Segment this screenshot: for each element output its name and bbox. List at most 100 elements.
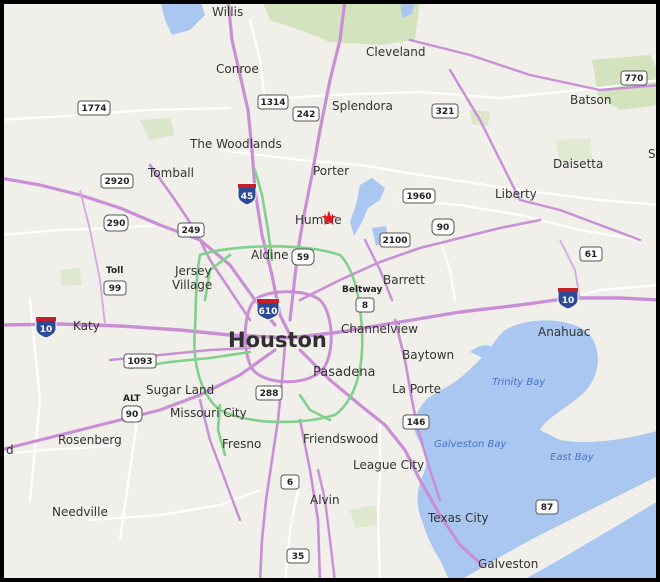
- water-east-bay: East Bay: [550, 452, 595, 463]
- shield-captions: Toll Beltway ALT: [106, 266, 382, 404]
- city-the-woodlands: The Woodlands: [189, 137, 282, 151]
- city-daisetta: Daisetta: [553, 157, 603, 171]
- svg-text:249: 249: [182, 226, 201, 236]
- shield-6: 6: [280, 474, 300, 490]
- city-galveston: Galveston: [478, 557, 538, 571]
- shield-1960: 1960: [402, 188, 436, 204]
- shield-1093: 1093: [123, 353, 157, 369]
- road-shields: 770 1774 1314 242 321 2920 1960 290 249 …: [77, 70, 648, 564]
- shield-242: 242: [292, 106, 320, 122]
- shield-2100: 2100: [379, 232, 411, 248]
- shield-321: 321: [431, 103, 459, 119]
- shield-249: 249: [177, 222, 205, 238]
- city-aldine: Aldine: [251, 248, 288, 262]
- svg-text:35: 35: [292, 552, 305, 562]
- city-village: Village: [172, 278, 212, 292]
- city-rosenberg: Rosenberg: [58, 433, 122, 447]
- city-la-porte: La Porte: [392, 382, 441, 396]
- svg-text:1774: 1774: [81, 104, 106, 114]
- caption-alt: ALT: [123, 394, 141, 404]
- shield-59: 59: [291, 248, 315, 266]
- shield-8: 8: [355, 297, 375, 313]
- city-jersey: Jersey: [174, 264, 212, 278]
- svg-text:290: 290: [107, 219, 126, 229]
- svg-text:610: 610: [259, 307, 278, 317]
- city-sugar-land: Sugar Land: [146, 383, 214, 397]
- city-cleveland: Cleveland: [366, 45, 426, 59]
- shield-90-east: 90: [431, 218, 455, 236]
- shield-290: 290: [103, 214, 129, 232]
- svg-text:321: 321: [436, 107, 455, 117]
- city-liberty: Liberty: [495, 187, 537, 201]
- interstate-10-west-shield: 10: [35, 316, 57, 339]
- city-friendswood: Friendswood: [303, 432, 378, 446]
- city-splendora: Splendora: [332, 99, 393, 113]
- city-needville: Needville: [52, 505, 108, 519]
- city-labels: Willis Conroe Cleveland Batson Splendora…: [6, 5, 660, 571]
- svg-text:87: 87: [541, 503, 554, 513]
- shield-90-alt: 90: [121, 405, 143, 423]
- city-porter: Porter: [313, 164, 349, 178]
- shield-770: 770: [620, 70, 648, 86]
- shield-288: 288: [255, 385, 283, 401]
- svg-text:8: 8: [362, 301, 368, 311]
- city-fresno: Fresno: [222, 437, 261, 451]
- shield-87: 87: [535, 499, 559, 515]
- city-conroe: Conroe: [216, 62, 259, 76]
- shield-2920: 2920: [100, 173, 134, 189]
- svg-text:59: 59: [297, 253, 310, 263]
- city-anahuac: Anahuac: [538, 325, 590, 339]
- city-katy: Katy: [73, 319, 100, 333]
- svg-text:90: 90: [126, 410, 139, 420]
- city-league-city: League City: [353, 458, 424, 472]
- interstate-610-shield: 610: [256, 298, 280, 321]
- interstate-10-east-shield: 10: [557, 287, 579, 310]
- city-texas-city: Texas City: [427, 511, 489, 525]
- caption-beltway: Beltway: [342, 285, 382, 295]
- svg-text:99: 99: [109, 284, 122, 294]
- shield-35: 35: [286, 548, 310, 564]
- svg-text:10: 10: [562, 296, 575, 306]
- svg-text:45: 45: [241, 192, 254, 202]
- city-d-partial: d: [6, 443, 14, 457]
- city-houston: Houston: [228, 328, 327, 352]
- water-labels: Trinity Bay Galveston Bay East Bay: [434, 377, 595, 463]
- svg-text:1960: 1960: [406, 192, 431, 202]
- city-tomball: Tomball: [147, 166, 194, 180]
- svg-text:90: 90: [437, 223, 450, 233]
- city-batson: Batson: [570, 93, 612, 107]
- location-marker-icon[interactable]: ★: [320, 206, 338, 230]
- gulf-of-mexico: [520, 500, 660, 582]
- city-baytown: Baytown: [402, 348, 454, 362]
- svg-text:770: 770: [625, 74, 644, 84]
- svg-text:1093: 1093: [127, 357, 152, 367]
- svg-text:288: 288: [260, 389, 279, 399]
- water-galveston-bay: Galveston Bay: [434, 439, 507, 450]
- svg-text:146: 146: [407, 418, 426, 428]
- city-missouri-city: Missouri City: [170, 406, 247, 420]
- city-humble: Humble: [295, 213, 342, 227]
- city-pasadena: Pasadena: [313, 365, 375, 380]
- svg-text:2920: 2920: [104, 177, 129, 187]
- shield-1774: 1774: [77, 100, 111, 116]
- city-barrett: Barrett: [383, 273, 425, 287]
- shield-1314: 1314: [257, 94, 289, 110]
- city-channelview: Channelview: [341, 322, 418, 336]
- svg-text:242: 242: [297, 110, 316, 120]
- bolivar-peninsula: [500, 478, 660, 574]
- city-alvin: Alvin: [310, 493, 340, 507]
- interstate-45-shield: 45: [237, 183, 257, 206]
- city-willis: Willis: [212, 5, 243, 19]
- shield-146: 146: [402, 414, 430, 430]
- svg-text:61: 61: [585, 250, 598, 260]
- interstate-shields: 45 610 10 10: [35, 183, 579, 339]
- shield-99: 99: [103, 280, 127, 296]
- minor-roads: [0, 18, 660, 582]
- svg-text:6: 6: [287, 478, 293, 488]
- svg-text:1314: 1314: [260, 98, 285, 108]
- shield-61: 61: [579, 246, 603, 262]
